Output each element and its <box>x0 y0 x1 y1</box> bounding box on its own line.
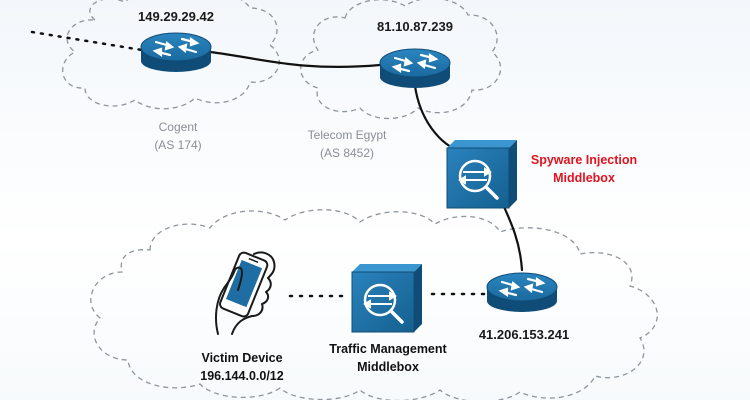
link-upstream-dotted <box>30 30 144 52</box>
cogent-router-ip: 149.29.29.42 <box>138 9 214 24</box>
traffic-middlebox-label-2: Middlebox <box>357 360 419 374</box>
router-icon[interactable] <box>486 272 558 312</box>
spyware-middlebox-icon[interactable] <box>446 140 517 209</box>
cloud-victim-network <box>90 209 658 400</box>
victim-device-label-2: 196.144.0.0/12 <box>200 369 283 383</box>
telecom-network-label: Telecom Egypt <box>308 128 387 142</box>
cogent-asn-label: (AS 174) <box>154 138 201 152</box>
router-icon[interactable] <box>140 32 212 72</box>
cloud-cogent <box>62 0 280 110</box>
spyware-middlebox-label-2: Middlebox <box>553 171 615 185</box>
victim-device-label-1: Victim Device <box>201 351 282 365</box>
hand-phone-icon[interactable] <box>215 251 276 335</box>
cogent-network-label: Cogent <box>159 120 198 134</box>
link-spyware-edge <box>498 196 524 272</box>
telecom-asn-label: (AS 8452) <box>320 146 374 160</box>
edge-router-ip: 41.206.153.241 <box>479 327 569 342</box>
telecom-router-ip: 81.10.87.239 <box>377 19 453 34</box>
link-cogent-telecom <box>208 50 382 68</box>
traffic-middlebox-icon[interactable] <box>351 264 422 333</box>
router-icon[interactable] <box>379 48 451 88</box>
spyware-middlebox-label-1: Spyware Injection <box>531 153 637 167</box>
traffic-middlebox-label-1: Traffic Management <box>329 342 447 356</box>
